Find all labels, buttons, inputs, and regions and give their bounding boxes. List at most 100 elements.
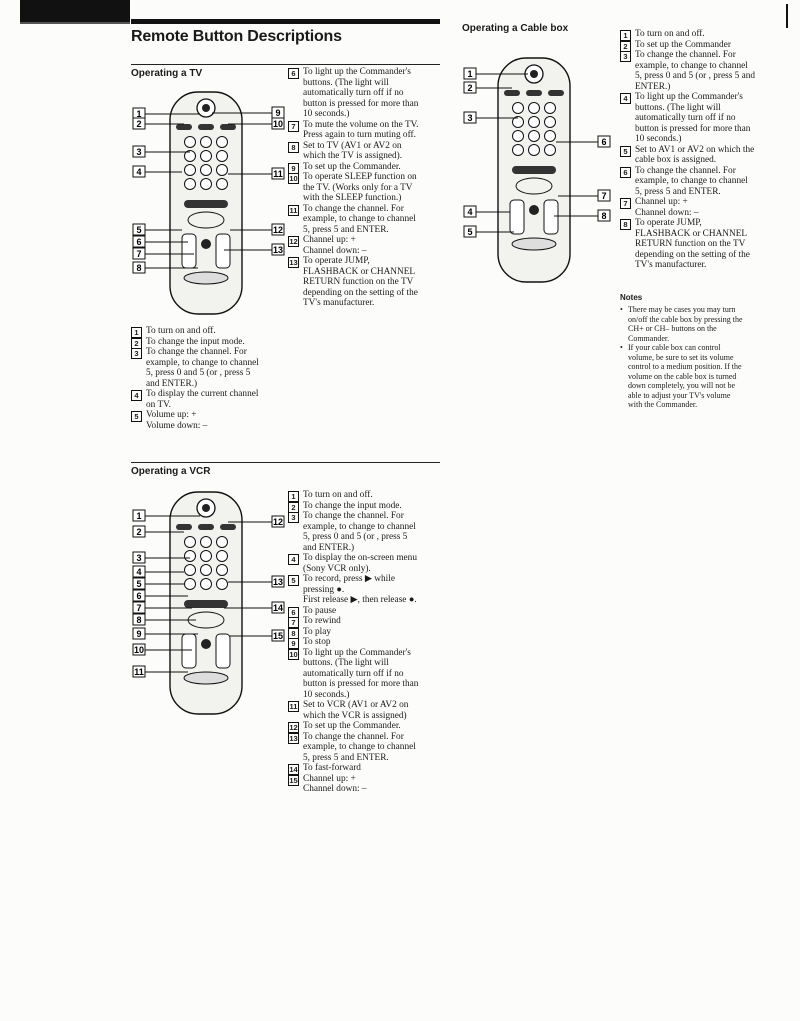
number-key-icon <box>200 536 212 548</box>
description-text: To fast-forward <box>303 763 361 773</box>
item-number-box: 3 <box>288 512 299 523</box>
function-button-icon <box>176 124 192 130</box>
callout-13: 13 <box>228 575 285 588</box>
description-text: buttons. (The light will <box>635 102 721 113</box>
corner-tab-rule <box>20 22 130 24</box>
callout-6: 6 <box>132 235 188 248</box>
item-number-box: 6 <box>288 68 299 79</box>
volume-rocker-icon <box>181 633 197 669</box>
number-key-icon <box>184 578 196 590</box>
description-text: 5, press 0 and 5 (or , press 5 and <box>635 71 756 81</box>
callout-10: 10 <box>132 643 192 656</box>
function-button-icon <box>184 600 228 608</box>
callout-label: 1 <box>136 511 141 521</box>
description-text: automatically turn off if no <box>303 668 404 679</box>
callout-6: 6 <box>556 135 611 148</box>
description-text: Channel down: – <box>303 784 367 794</box>
callout-15: 15 <box>230 629 285 642</box>
note-text: control to a medium position. If the <box>628 362 742 371</box>
number-key-icon <box>528 130 540 142</box>
callout-label: 14 <box>273 603 283 613</box>
callout-label: 15 <box>273 631 283 641</box>
callout-label: 3 <box>136 147 141 157</box>
callout-11: 11 <box>132 665 188 678</box>
callout-7: 7 <box>132 247 194 260</box>
page-title: Remote Button Descriptions <box>131 28 342 45</box>
description-text: 10 seconds.) <box>635 134 682 144</box>
description-text: Channel up: + <box>303 773 356 784</box>
description-text: buttons. (The light will <box>303 77 389 88</box>
callout-2: 2 <box>132 525 184 538</box>
description-text: TV's manufacturer. <box>635 260 707 270</box>
number-key-icon <box>216 136 228 148</box>
callout-4: 4 <box>132 565 184 578</box>
center-button-icon <box>529 205 539 215</box>
switch-icon <box>183 271 229 285</box>
description-text: RETURN function on the TV <box>635 239 746 249</box>
callout-5: 5 <box>132 223 182 236</box>
item-number-box: 6 <box>620 166 631 178</box>
description-text: pressing ●. <box>303 584 345 595</box>
callout-8: 8 <box>132 613 196 626</box>
number-key-icon <box>200 178 212 190</box>
description-text: To set up the Commander <box>635 39 731 50</box>
description-text: To rewind <box>303 616 341 626</box>
description-text: To change the channel. For <box>303 203 404 214</box>
number-key-icon <box>184 150 196 162</box>
description-text: example, to change to channel <box>635 60 748 71</box>
description-text: To operate JUMP, <box>303 256 370 266</box>
number-key-icon <box>200 578 212 590</box>
description-text: To display the on-screen menu <box>303 553 417 563</box>
description-text: To stop <box>303 637 331 647</box>
description-text: To change the channel. For <box>303 731 404 742</box>
description-text: To turn on and off. <box>303 490 373 500</box>
note-text: with the Commander. <box>628 400 698 409</box>
callout-8: 8 <box>132 261 198 274</box>
description-text: To play <box>303 626 332 637</box>
description-text: To pause <box>303 605 337 616</box>
number-key-icon <box>216 536 228 548</box>
note-text: volume, be sure to set its volume <box>628 352 734 362</box>
number-key-icon <box>512 116 524 128</box>
description-text: and ENTER.) <box>303 542 355 553</box>
callout-label: 7 <box>601 191 606 201</box>
item-number-box: 13 <box>288 732 299 744</box>
description-text: To change the channel. For <box>635 165 736 176</box>
note-text: If your cable box can control <box>628 343 721 352</box>
description-text: FLASHBACK or CHANNEL <box>303 266 416 277</box>
function-button-icon <box>220 524 236 530</box>
callout-label: 7 <box>136 603 141 613</box>
number-key-icon <box>216 150 228 162</box>
note-text: There may be cases you may turn <box>628 305 736 314</box>
callout-label: 5 <box>136 579 141 589</box>
description-text: example, to change to channel <box>303 214 416 224</box>
callout-10: 10 <box>228 117 285 130</box>
number-key-icon <box>200 550 212 562</box>
number-key-icon <box>216 578 228 590</box>
callout-9: 9 <box>132 627 198 640</box>
note-text: Commander. <box>628 333 670 343</box>
function-button-icon <box>198 124 214 130</box>
number-key-icon <box>216 178 228 190</box>
callout-label: 1 <box>467 69 472 79</box>
number-key-icon <box>528 102 540 114</box>
callout-label: 12 <box>273 225 283 235</box>
number-key-icon <box>528 144 540 156</box>
number-key-icon <box>184 564 196 576</box>
description-text: 10 seconds.) <box>303 109 350 119</box>
description-text: To change the channel. For <box>303 511 404 521</box>
